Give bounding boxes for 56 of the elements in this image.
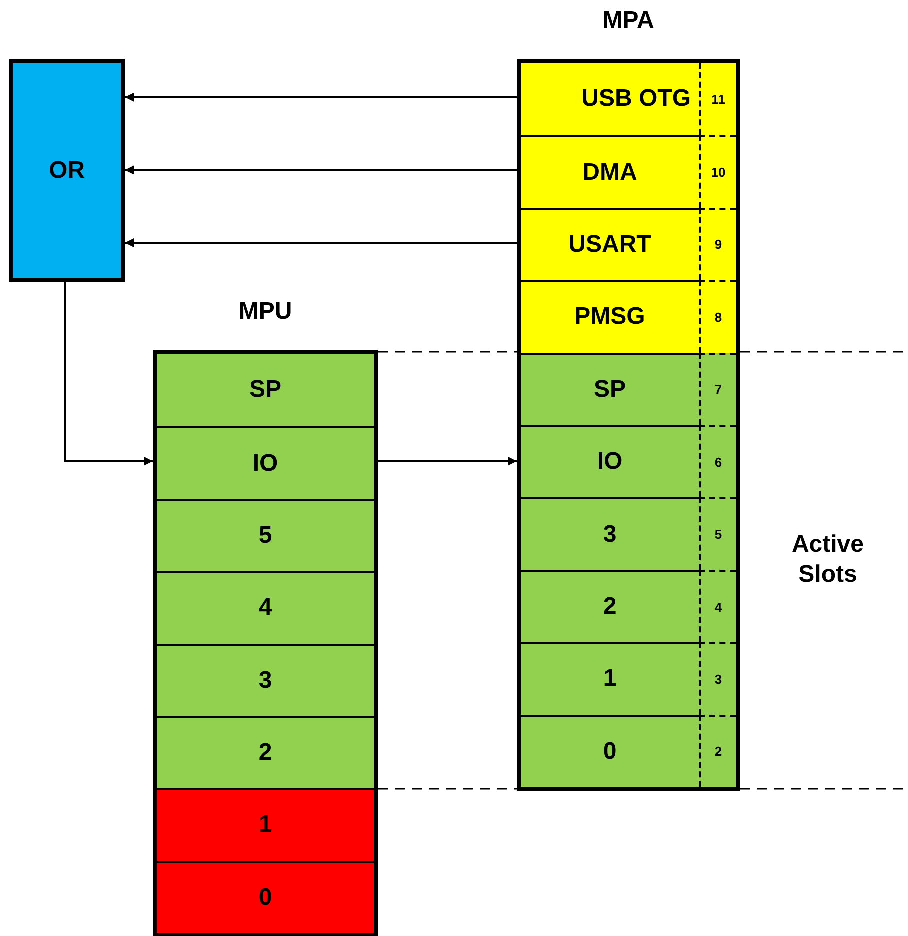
slot-row [521,425,736,498]
slot-row [521,62,736,136]
slot-row [157,354,374,426]
slot-label: 2 [603,593,617,622]
slot-label: DMA [582,158,638,187]
slot-number: 7 [714,382,722,398]
slot-number: 9 [714,237,722,252]
slot-label: USART [568,230,652,259]
stack-title: MPA [602,7,656,35]
slot-number: 3 [714,672,722,687]
slot-label: 1 [258,811,272,840]
slot-label: 3 [603,520,617,549]
slot-row [521,642,736,715]
slot-label: USB OTG [582,85,691,114]
slot-row [157,788,374,861]
slot-row [521,352,736,425]
slot-row [521,714,736,788]
block-box [9,59,125,282]
slot-row [521,497,736,570]
slot-row [157,644,374,716]
arrow [125,92,517,102]
slot-row [521,208,736,280]
slot-row [521,135,736,208]
slot-label: 4 [258,594,272,622]
slot-row [521,570,736,642]
block-label: OR [49,156,85,184]
slot-row [157,426,374,499]
slot-label: 5 [258,522,272,550]
slot-label: 3 [258,666,272,695]
side-label: Active Slots [790,530,866,590]
slot-number: 6 [714,454,722,470]
slot-number: 8 [714,310,722,325]
slot-number: 2 [714,744,722,760]
slot-label: 1 [603,665,617,694]
slot-row [521,280,736,353]
slot-row [157,716,374,788]
slot-label: 0 [603,738,617,766]
slot-label: SP [594,376,626,404]
slot-label: PMSG [574,303,646,332]
arrow [125,166,517,175]
slot-label: SP [249,376,282,404]
slot-number: 10 [711,165,726,180]
arrow [64,282,153,466]
slot-number: 11 [712,92,726,107]
slot-row [157,860,374,933]
slot-row [157,498,374,572]
slot-number: 5 [714,527,722,542]
slot-label: IO [252,450,278,478]
slot-label: 0 [258,884,272,912]
stack-title: MPU [238,298,294,326]
arrow [125,238,517,248]
slot-label: IO [597,448,623,476]
slot-number: 4 [714,600,722,615]
slot-label: 2 [258,739,272,768]
arrow [378,456,517,466]
slot-row [157,571,374,644]
